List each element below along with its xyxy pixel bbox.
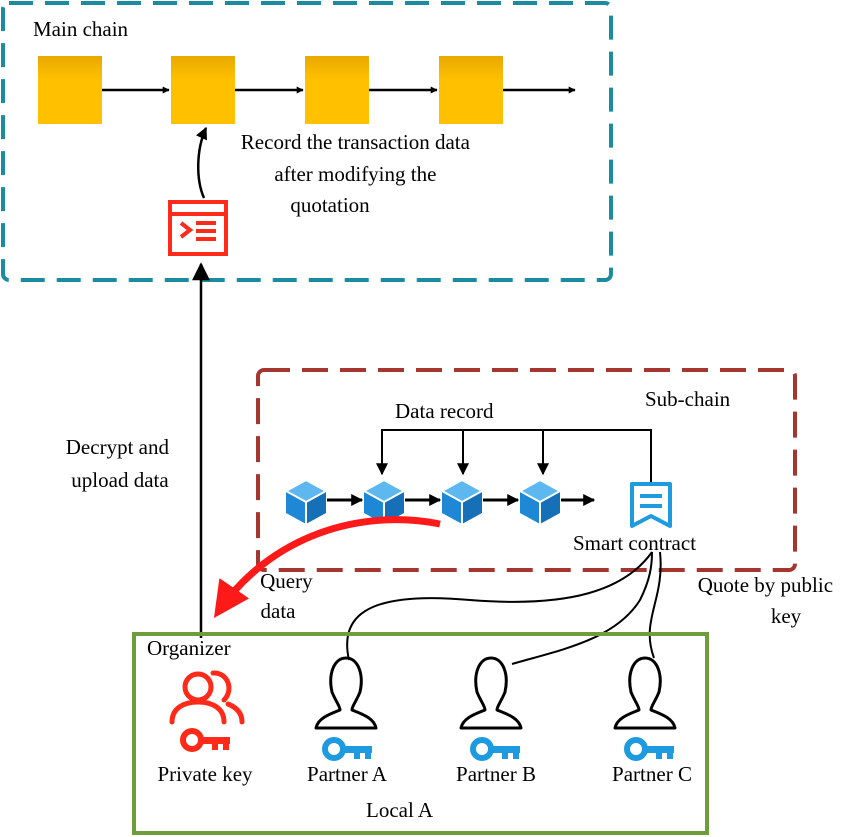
organizer-label: Organizer <box>147 636 231 660</box>
query-data-label: Query data <box>260 569 318 623</box>
partner-b-icon <box>459 656 523 730</box>
data-record-bracket <box>381 429 652 482</box>
data-record-label: Data record <box>395 399 494 423</box>
main-chain-region <box>1 1 613 282</box>
sub-chain-title: Sub-chain <box>645 387 731 411</box>
main-chain-caption: Record the transaction data after modify… <box>241 130 475 217</box>
smart-contract-label: Smart contract <box>573 531 696 555</box>
organizer-key-icon <box>183 731 230 750</box>
quote-curve-b <box>511 551 653 665</box>
member-label-partner-c: Partner C <box>612 762 692 786</box>
record-to-chain-arrow <box>196 126 208 199</box>
main-chain-title: Main chain <box>33 17 129 41</box>
users-icon <box>169 670 245 725</box>
main-block-1 <box>38 56 102 124</box>
sub-cube-1 <box>285 479 327 525</box>
quote-public-key-label: Quote by public key <box>698 573 839 628</box>
main-block-3 <box>305 56 369 124</box>
query-data-arrow <box>213 516 441 618</box>
partner-c-icon <box>613 656 677 730</box>
partner-c-key-icon <box>627 740 674 759</box>
sub-cube-3 <box>441 479 483 525</box>
partner-b-key-icon <box>473 740 520 759</box>
record-doc-icon <box>168 200 228 256</box>
local-region <box>132 632 709 835</box>
quote-curve-c <box>648 551 662 659</box>
partner-a-icon <box>314 656 378 730</box>
member-label-private-key: Private key <box>157 762 253 786</box>
local-title: Local A <box>366 798 434 822</box>
partner-a-key-icon <box>325 740 372 759</box>
main-block-2 <box>171 56 235 124</box>
member-label-partner-b: Partner B <box>456 762 536 786</box>
decrypt-upload-label: Decrypt and upload data <box>66 435 174 492</box>
quote-curve-a <box>346 551 653 661</box>
member-label-partner-a: Partner A <box>307 762 388 786</box>
main-block-4 <box>439 56 503 124</box>
sub-cube-4 <box>519 479 561 525</box>
contract-doc-icon <box>630 482 672 528</box>
sub-chain-region <box>256 368 797 572</box>
